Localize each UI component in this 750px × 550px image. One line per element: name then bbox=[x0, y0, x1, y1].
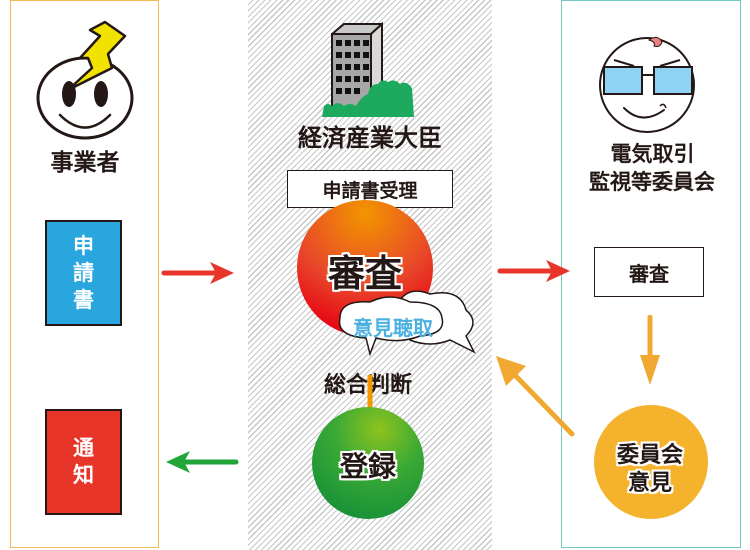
registration-circle bbox=[312, 407, 424, 519]
minister-label: 経済産業大臣 bbox=[298, 124, 442, 152]
registration-label: 登録 bbox=[339, 450, 396, 483]
business-label: 事業者 bbox=[50, 150, 120, 176]
smiley-glasses-icon bbox=[599, 36, 695, 133]
committee-label-line2: 監視等委員会 bbox=[589, 170, 715, 194]
smiley-lightning-icon bbox=[36, 20, 134, 140]
business-column bbox=[10, 0, 159, 548]
application-char: 書 bbox=[73, 287, 94, 312]
arrow-right-red-icon bbox=[161, 262, 234, 284]
application-char: 申 bbox=[73, 233, 94, 258]
committee-review-box: 審査 bbox=[594, 247, 704, 297]
speech-bubble-icon bbox=[338, 290, 476, 357]
office-building-icon bbox=[322, 22, 414, 117]
application-box: 申 請 書 bbox=[45, 220, 122, 326]
notice-char: 通 bbox=[73, 436, 94, 460]
opinion-label-line1: 委員会 bbox=[616, 443, 683, 468]
hearing-label: 意見聴取 bbox=[353, 316, 433, 340]
review-label: 審査 bbox=[328, 252, 402, 295]
arrow-left-green-icon bbox=[166, 451, 239, 473]
notice-char: 知 bbox=[73, 463, 94, 487]
arrow-right-red-icon bbox=[497, 260, 570, 282]
opinion-circle bbox=[594, 405, 708, 519]
application-char: 請 bbox=[73, 260, 94, 285]
committee-label-line1: 電気取引 bbox=[610, 142, 695, 166]
opinion-label-line2: 意見 bbox=[627, 471, 672, 496]
notice-box: 通 知 bbox=[45, 409, 122, 515]
arrow-down-orange-icon bbox=[640, 315, 660, 385]
arrow-up-left-orange-icon bbox=[496, 356, 575, 437]
